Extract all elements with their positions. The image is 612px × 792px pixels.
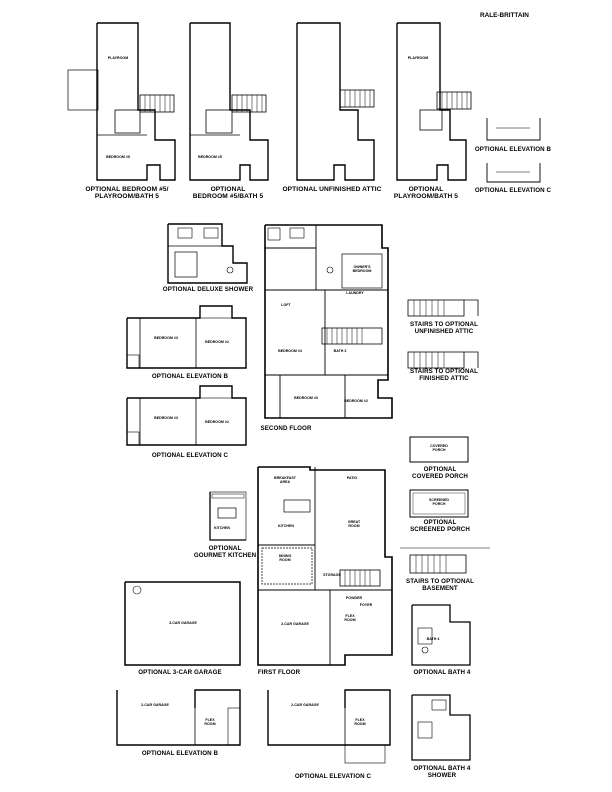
opt-elevation-b-first-floor	[116, 689, 241, 746]
stairs-finished-attic-detail	[407, 351, 479, 369]
caption-opt-screened-porch: OPTIONAL SCREENED PORCH	[410, 519, 470, 533]
room-label-playroom: PLAYROOM	[107, 56, 129, 60]
caption-opt-playroom-bath5: OPTIONAL PLAYROOM/BATH 5	[393, 186, 459, 200]
sheet-title: RALE-BRITTAIN	[480, 12, 529, 19]
opt-screened-porch-detail	[409, 489, 469, 518]
caption-opt-gourmet-kitchen: OPTIONAL GOURMET KITCHEN	[193, 545, 257, 559]
room-label-storage: STORAGE	[323, 573, 341, 577]
caption-opt-deluxe-shower: OPTIONAL DELUXE SHOWER	[162, 286, 254, 293]
caption-opt-bedroom5-playroom: OPTIONAL BEDROOM #5/ PLAYROOM/BATH 5	[85, 186, 169, 200]
room-label-playroom: PLAYROOM	[407, 56, 429, 60]
caption-opt-bath4-shower: OPTIONAL BATH 4 SHOWER	[413, 765, 471, 779]
room-label-great-room: GREAT ROOM	[347, 520, 361, 528]
room-label-bedroom2: BEDROOM #2	[205, 340, 229, 344]
room-label-flex-room: FLEX ROOM	[204, 718, 216, 726]
caption-opt-elevation-b: OPTIONAL ELEVATION B	[474, 146, 552, 153]
caption-opt-bath4: OPTIONAL BATH 4	[413, 669, 471, 676]
room-label-2car-garage: 2-CAR GARAGE	[141, 703, 169, 707]
room-label-kitchen: KITCHEN	[214, 526, 230, 530]
room-label-bedroom4: BEDROOM #4	[278, 349, 302, 353]
caption-opt-bedroom5-bath5: OPTIONAL BEDROOM #5/BATH 5	[192, 186, 264, 200]
room-label-bedroom2: BEDROOM #2	[344, 399, 368, 403]
room-label-covered-porch: COVERED PORCH	[430, 444, 448, 452]
caption-stairs-basement: STAIRS TO OPTIONAL BASEMENT	[406, 578, 474, 592]
caption-opt-covered-porch: OPTIONAL COVERED PORCH	[412, 466, 468, 480]
room-label-bath3: BATH 3	[333, 349, 347, 353]
room-label-2car-garage: 2-CAR GARAGE	[291, 703, 319, 707]
room-label-bedroom5: BEDROOM #5	[106, 155, 130, 159]
second-floor-plan	[264, 224, 393, 419]
opt-bath4-plan	[411, 604, 471, 666]
room-label-flex-room: FLEX ROOM	[344, 614, 356, 622]
room-label-owners-bedroom: OWNER'S BEDROOM	[352, 265, 372, 273]
room-label-breakfast-area: BREAKFAST AREA	[274, 476, 296, 484]
caption-opt-elevation-c: OPTIONAL ELEVATION C	[294, 773, 372, 780]
caption-first-floor: FIRST FLOOR	[257, 669, 301, 676]
opt-elevation-c-second-floor	[126, 385, 247, 446]
caption-opt-elevation-b: OPTIONAL ELEVATION B	[141, 750, 219, 757]
room-label-bedroom5: BEDROOM #5	[198, 155, 222, 159]
opt-playroom-bath5-plan	[396, 22, 472, 181]
first-floor-plan	[257, 466, 393, 666]
opt-bath4-shower-plan	[411, 694, 471, 761]
room-label-bedroom3: BEDROOM #3	[294, 396, 318, 400]
opt-gourmet-kitchen-plan	[209, 491, 247, 541]
room-label-dining-room: DINING ROOM	[278, 554, 292, 562]
room-label-bath4: BATH 4	[426, 637, 440, 641]
caption-opt-elevation-c: OPTIONAL ELEVATION C	[151, 452, 229, 459]
stairs-basement-detail	[400, 547, 490, 574]
room-label-bedroom3: BEDROOM #3	[154, 336, 178, 340]
room-label-kitchen: KITCHEN	[278, 524, 294, 528]
room-label-powder: POWDER	[345, 596, 363, 600]
stairs-unfinished-attic-detail	[407, 299, 479, 317]
caption-opt-elevation-b: OPTIONAL ELEVATION B	[151, 373, 229, 380]
room-label-patio: PATIO	[346, 476, 358, 480]
caption-stairs-finished-attic: STAIRS TO OPTIONAL FINISHED ATTIC	[410, 368, 478, 382]
caption-stairs-unfinished-attic: STAIRS TO OPTIONAL UNFINISHED ATTIC	[410, 321, 478, 335]
room-label-screened-porch: SCREENED PORCH	[429, 498, 449, 506]
room-label-bedroom3: BEDROOM #3	[154, 416, 178, 420]
opt-elevation-b-second-floor	[126, 305, 247, 369]
room-label-loft: LOFT	[281, 303, 291, 307]
room-label-bedroom2: BEDROOM #2	[205, 420, 229, 424]
opt-elevation-top-details	[486, 118, 541, 183]
caption-opt-unfinished-attic: OPTIONAL UNFINISHED ATTIC	[282, 186, 382, 193]
opt-bedroom5-playroom-plan	[67, 22, 176, 181]
caption-opt-3car-garage: OPTIONAL 3-CAR GARAGE	[138, 669, 222, 676]
opt-bedroom5-bath5-plan	[189, 22, 269, 181]
room-label-laundry: LAUNDRY	[346, 291, 364, 295]
opt-unfinished-attic-plan	[296, 22, 375, 181]
room-label-foyer: FOYER	[359, 603, 373, 607]
room-label-3car-garage: 3-CAR GARAGE	[169, 621, 197, 625]
opt-3car-garage-plan	[124, 581, 241, 666]
room-label-2car-garage: 2-CAR GARAGE	[281, 622, 309, 626]
opt-covered-porch-detail	[409, 436, 469, 463]
opt-deluxe-shower-plan	[167, 223, 248, 284]
room-label-flex-room: FLEX ROOM	[354, 718, 366, 726]
opt-elevation-c-first-floor	[267, 689, 391, 764]
caption-second-floor: SECOND FLOOR	[260, 425, 312, 432]
caption-opt-elevation-c: OPTIONAL ELEVATION C	[474, 187, 552, 194]
